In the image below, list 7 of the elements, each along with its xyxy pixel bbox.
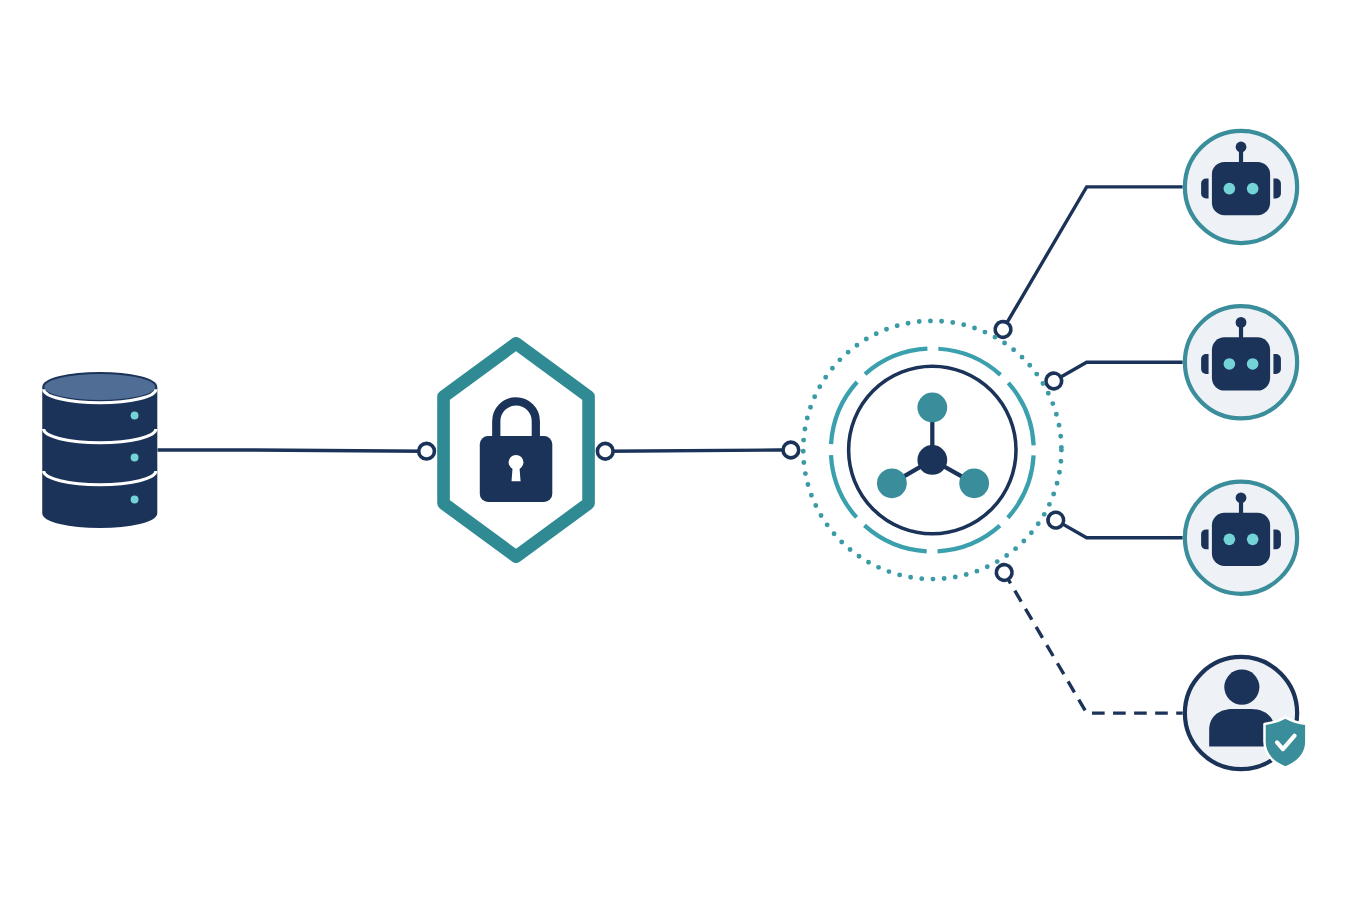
connector-line	[993, 185, 1183, 340]
connector-line	[994, 562, 1183, 715]
connector-line	[1044, 360, 1183, 391]
hub-circle	[800, 318, 1064, 582]
connector-line	[595, 440, 801, 461]
connector-line	[1046, 510, 1183, 540]
connector-line	[157, 441, 437, 461]
